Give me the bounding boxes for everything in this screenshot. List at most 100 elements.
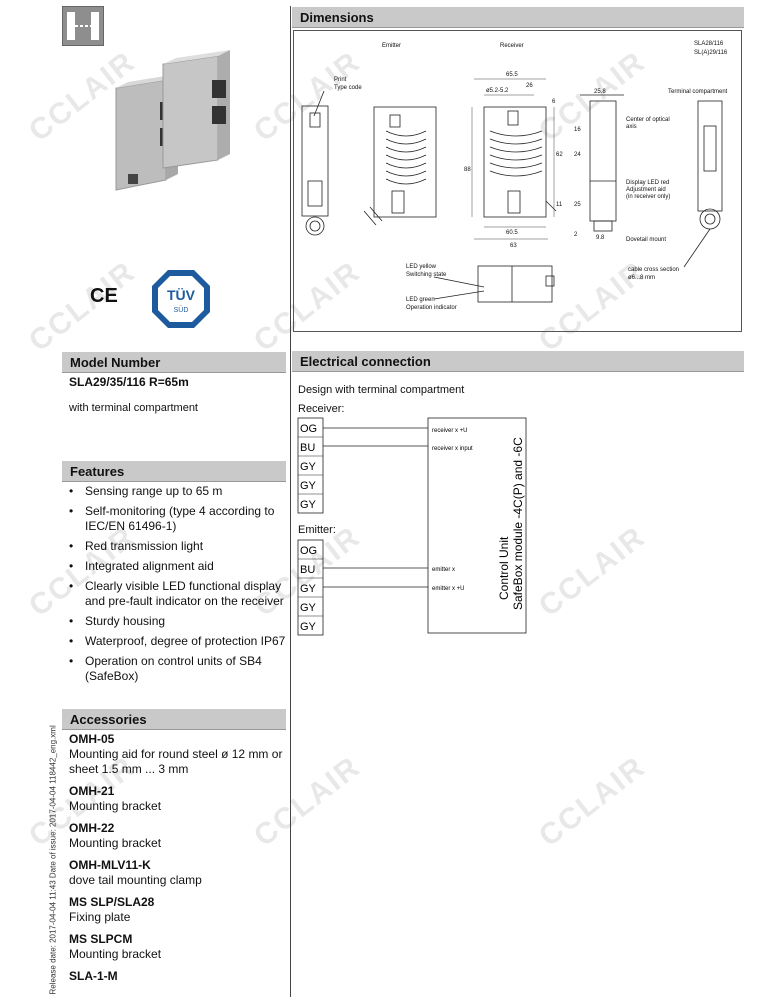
control-unit-label: Control Unit [497, 536, 511, 600]
electrical-header: Electrical connection [292, 351, 744, 372]
accessory-desc: Mounting bracket [69, 947, 162, 961]
receiver-wire: GY [300, 461, 317, 473]
ce-mark: CE [90, 285, 118, 307]
dim-62: 62 [556, 152, 563, 158]
emitter-front-drawing [363, 106, 437, 226]
emitter-wire: GY [300, 583, 317, 595]
receiver-input-label: receiver x input [432, 446, 473, 452]
accessory-desc: Mounting aid for round steel ø 12 mm or … [69, 747, 283, 776]
terminal-compartment-label: Terminal compartment [668, 89, 728, 95]
sud-text: SÜD [174, 306, 189, 314]
emitter-label: Emitter [382, 43, 401, 49]
features-header: Features [62, 461, 286, 482]
models2-label: SL(A)29/116 [694, 50, 728, 56]
switching-state-label: Switching state [406, 272, 447, 278]
emitter-wire: GY [300, 602, 317, 614]
cable-range-label: ø6...8 mm [628, 275, 655, 281]
accessory-code: MS SLPCM [69, 932, 133, 946]
receiver-u-label: receiver x +U [432, 428, 468, 434]
receiver-wire: GY [300, 480, 317, 492]
receiver-wire: GY [300, 499, 317, 511]
feature-item: Operation on control units of SB4 (SafeB… [69, 654, 289, 684]
led-yellow-label: LED yellow [406, 264, 437, 270]
dim-60-5: 60.5 [506, 230, 518, 236]
feature-item: Sturdy housing [69, 614, 289, 629]
emitter-x-label: emitter x [432, 567, 455, 573]
in-receiver-label: (in receiver only) [626, 194, 670, 200]
column-divider [290, 6, 291, 997]
accessory-desc: Fixing plate [69, 910, 131, 924]
wiring-diagram: OG BU GY GY GY OG BU GY GY GY receiver x… [297, 417, 527, 636]
receiver-side-drawing [580, 94, 624, 232]
feature-item: Integrated alignment aid [69, 559, 289, 574]
receiver-label: Receiver [500, 43, 524, 49]
tuv-sud-logo: TÜV SÜD [152, 270, 210, 328]
dimensions-drawing: Emitter Receiver SLA28/116 SL(A)29/116 T… [293, 30, 742, 332]
safebox-label: SafeBox module -4C(P) and -6C [511, 437, 525, 610]
dim-24: 24 [574, 152, 581, 158]
feature-item: Waterproof, degree of protection IP67 [69, 634, 289, 649]
bottom-view-drawing [433, 265, 555, 303]
models-label: SLA28/116 [694, 41, 724, 47]
type-code-label: Type code [334, 85, 362, 91]
dim-25: 25 [574, 202, 581, 208]
led-green-label: LED green [406, 297, 435, 303]
feature-item: Self-monitoring (type 4 according to IEC… [69, 504, 289, 534]
accessories-header: Accessories [62, 709, 286, 730]
receiver-front-drawing [483, 106, 557, 218]
release-stamp-text: Release date: 2017-04-04 11:43 Date of i… [48, 725, 58, 995]
cable-cross-label: cable cross section [628, 267, 679, 273]
dim-63: 63 [510, 243, 517, 249]
receiver-wire: OG [300, 423, 317, 435]
emitter-wiring-label: Emitter: [298, 524, 336, 536]
receiver-wiring-label: Receiver: [298, 403, 345, 415]
dim-11: 11 [556, 202, 563, 208]
dimensions-header: Dimensions [292, 7, 744, 28]
watermark: CCLAIR [22, 255, 142, 359]
control-unit-box [427, 417, 527, 634]
dim-26: 26 [526, 83, 533, 89]
accessory-desc: dove tail mounting clamp [69, 873, 202, 887]
operation-indicator-label: Operation indicator [406, 305, 457, 311]
product-photo [115, 50, 230, 191]
adjustment-aid-label: Adjustment aid [626, 187, 666, 193]
accessory-code: MS SLP/SLA28 [69, 895, 155, 909]
dim-25-8: 25.8 [594, 89, 606, 95]
tuv-text: TÜV [167, 287, 196, 303]
feature-item: Red transmission light [69, 539, 289, 554]
emitter-side-drawing [301, 90, 329, 236]
dim-2: 2 [574, 232, 578, 238]
accessory-code: OMH-21 [69, 784, 115, 798]
emitter-wire: BU [300, 564, 315, 576]
model-description: with terminal compartment [69, 402, 198, 414]
dim-88: 88 [464, 167, 471, 173]
model-number-header: Model Number [62, 352, 286, 373]
emitter-u-label: emitter x +U [432, 586, 465, 592]
watermark: CCLAIR [532, 520, 652, 624]
dovetail-label: Dovetail mount [626, 237, 666, 243]
emitter-wire: OG [300, 545, 317, 557]
dim-16: 16 [574, 127, 581, 133]
display-led-label: Display LED red [626, 180, 669, 186]
model-number: SLA29/35/116 R=65m [69, 375, 189, 389]
accessory-code: OMH-05 [69, 732, 115, 746]
release-stamp: Release date: 2017-04-04 11:43 Date of i… [46, 725, 58, 997]
accessory-item: SLA-1-M [69, 969, 289, 984]
terminal-compartment-drawing [683, 100, 723, 268]
accessory-desc: Mounting bracket [69, 836, 162, 850]
emitter-wire: GY [300, 621, 317, 633]
accessory-code: OMH-MLV11-K [69, 858, 151, 872]
dim-65-5: 65.5 [506, 72, 518, 78]
dimension-lines [471, 78, 555, 240]
dim-5-2: ø5.2-5.2 [486, 88, 509, 94]
print-label: Print [334, 77, 347, 83]
dim-9-8: 9.8 [596, 235, 605, 241]
